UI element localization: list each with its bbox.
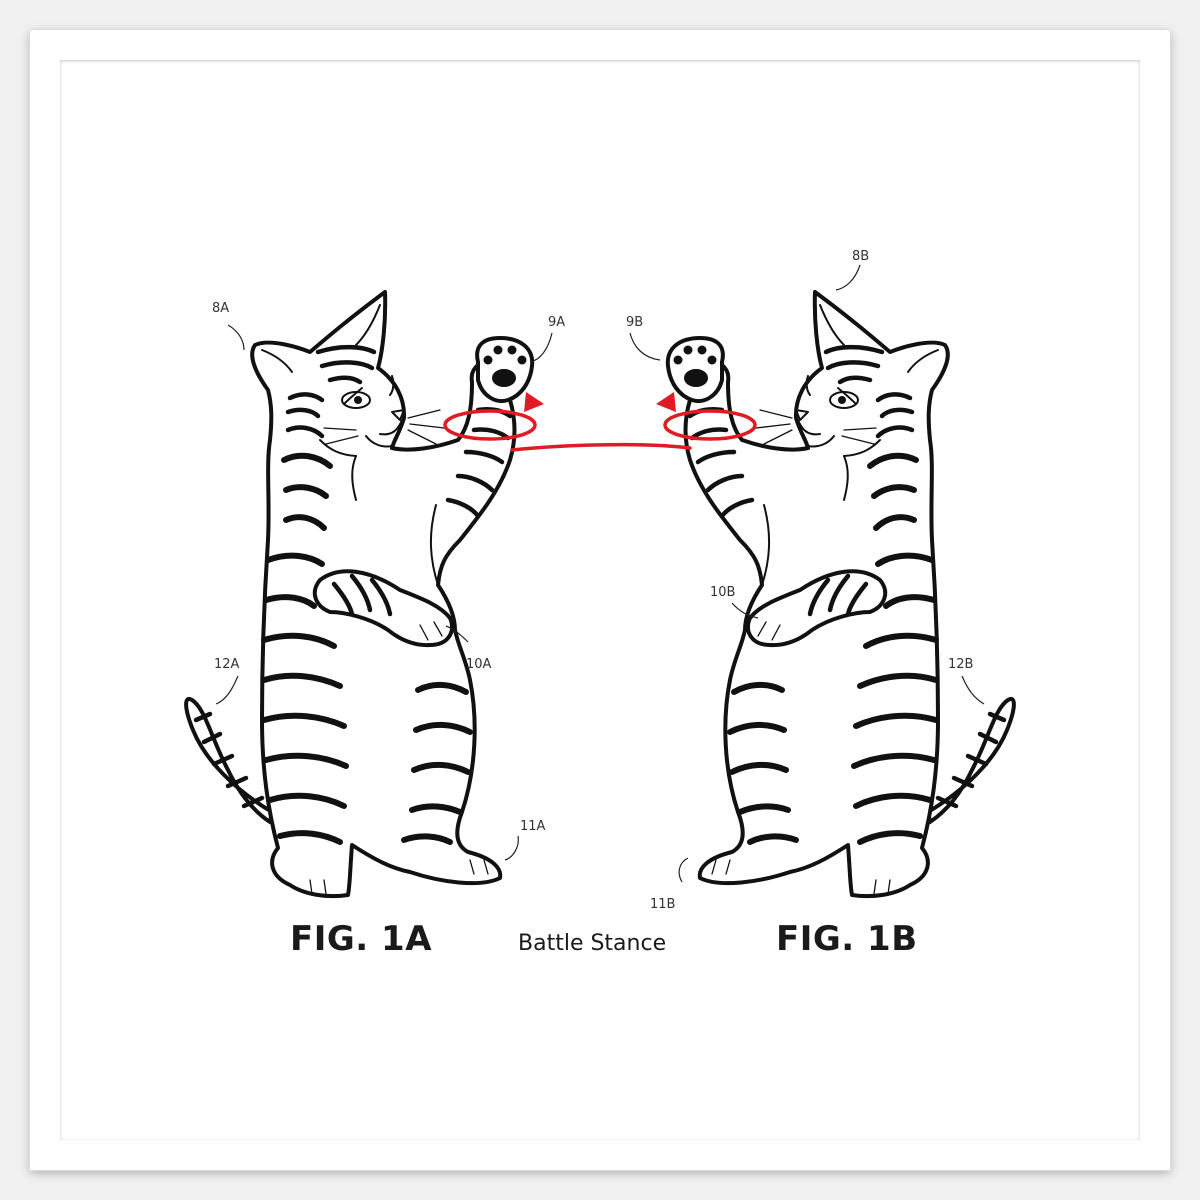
cat-figure-1a	[186, 292, 532, 896]
callout-11b: 11B	[650, 897, 675, 912]
callout-9b: 9B	[626, 315, 643, 330]
figure-1b-title: FIG. 1B	[776, 919, 918, 959]
callout-10a: 10A	[466, 657, 492, 672]
picture-frame	[30, 30, 1170, 1170]
callout-12b: 12B	[948, 657, 973, 672]
print-mat	[60, 60, 1140, 1140]
callout-12a: 12A	[214, 657, 240, 672]
motion-arrows	[443, 392, 757, 452]
callout-9a: 9A	[548, 315, 565, 330]
caption: Battle Stance	[518, 931, 666, 956]
callout-leaders	[215, 264, 985, 883]
callout-8b: 8B	[852, 249, 869, 264]
callout-10b: 10B	[710, 585, 735, 600]
figure-1a-title: FIG. 1A	[290, 919, 432, 959]
callout-11a: 11A	[520, 819, 546, 834]
callout-8a: 8A	[212, 301, 229, 316]
